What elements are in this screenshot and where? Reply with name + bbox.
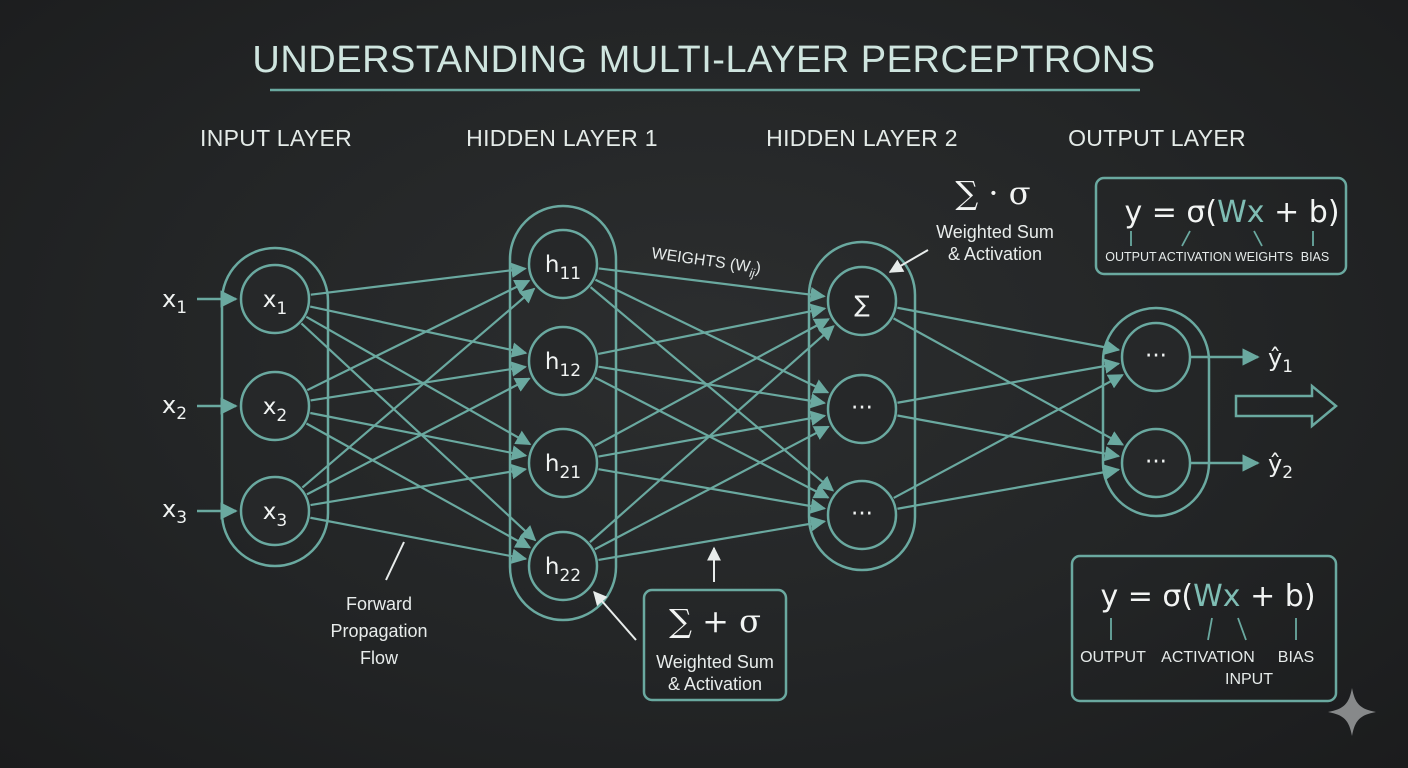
formula-top-label-output: OUTPUT bbox=[1105, 250, 1157, 264]
node-label-l3-0: ··· bbox=[1145, 343, 1167, 369]
node-label-l1-2: h21 bbox=[545, 451, 581, 483]
hidden2-note-line2: & Activation bbox=[948, 244, 1042, 264]
forward-label-1: Forward bbox=[346, 594, 412, 614]
page-title: UNDERSTANDING MULTI-LAYER PERCEPTRONS bbox=[252, 39, 1155, 81]
formula-bottom-label-input: INPUT bbox=[1225, 671, 1273, 688]
edge-l1-n0-to-n2 bbox=[589, 286, 835, 492]
edge-l0-n0-to-n1 bbox=[309, 305, 528, 358]
formula-box-top bbox=[1094, 176, 1348, 276]
edge-l1-n1-to-n2 bbox=[594, 376, 830, 499]
edge-l1-n2-to-n1 bbox=[598, 410, 827, 458]
edge-l1-n3-to-n0 bbox=[589, 325, 835, 543]
node-label-l0-2: x3 bbox=[263, 499, 287, 531]
node-label-l2-1: ··· bbox=[851, 395, 873, 421]
formula-bottom-tick-2 bbox=[1207, 617, 1213, 641]
edge-l0-n1-to-n0 bbox=[306, 279, 531, 392]
node-l1-1 bbox=[527, 325, 599, 397]
node-label-l3-1: ··· bbox=[1145, 449, 1167, 475]
formula-top-tick-3 bbox=[1253, 230, 1263, 247]
node-l1-2 bbox=[527, 427, 599, 499]
node-l1-0 bbox=[527, 228, 599, 300]
hidden2-note-formula: ∑ · σ bbox=[955, 174, 1030, 212]
output-labels: ŷ1 ŷ2 bbox=[1190, 344, 1338, 483]
input-label-x2: x2 bbox=[162, 391, 187, 424]
edge-l1-n3-to-n2 bbox=[598, 516, 827, 562]
edge-l1-n0-to-n1 bbox=[594, 278, 830, 394]
edge-l0-n0-to-n0 bbox=[310, 262, 527, 296]
edge-l0-n1-to-n1 bbox=[310, 361, 527, 402]
hidden2-layer-capsule bbox=[807, 240, 917, 572]
edge-l1-n0-to-n0 bbox=[598, 267, 826, 303]
output-label-y2: ŷ2 bbox=[1268, 450, 1293, 483]
formula-top-tick-2 bbox=[1181, 230, 1191, 247]
edge-l0-n1-to-n2 bbox=[310, 411, 528, 461]
hidden1-activation-formula: ∑ + σ bbox=[669, 602, 761, 640]
input-label-x1: x1 bbox=[162, 285, 187, 318]
edge-l2-n2-to-n0 bbox=[893, 374, 1124, 499]
sparkle-icon bbox=[1328, 688, 1376, 736]
hidden1-activation-box bbox=[642, 588, 788, 702]
formula-box-bottom bbox=[1070, 554, 1338, 703]
flow-arrow-icon bbox=[1234, 383, 1338, 429]
formula-top: y = σ(Wx + b) bbox=[1124, 195, 1339, 230]
forward-label-3: Flow bbox=[360, 648, 399, 668]
node-l2-0 bbox=[826, 265, 898, 337]
edge-l1-n3-to-n1 bbox=[594, 425, 830, 551]
formula-bottom: y = σ(Wx + b) bbox=[1100, 579, 1315, 614]
edge-l0-n2-to-n3 bbox=[310, 516, 528, 564]
node-label-l1-1: h12 bbox=[545, 349, 581, 381]
hidden1-layer-capsule bbox=[508, 204, 618, 622]
edge-l2-n0-to-n1 bbox=[892, 317, 1125, 446]
node-l1-3 bbox=[527, 530, 599, 602]
edge-l0-n0-to-n2 bbox=[305, 315, 532, 446]
formula-bottom-label-activation: ACTIVATION bbox=[1161, 649, 1255, 666]
node-label-l2-0: ∑ bbox=[854, 292, 870, 318]
node-l0-0 bbox=[239, 263, 311, 335]
formula-top-label-bias: BIAS bbox=[1301, 250, 1330, 264]
edge-l0-n0-to-n3 bbox=[300, 322, 537, 542]
node-l0-1 bbox=[239, 370, 311, 442]
edge-l2-n1-to-n0 bbox=[897, 358, 1121, 404]
layer-title-hidden2: HIDDEN LAYER 2 bbox=[766, 125, 958, 151]
output-label-y1: ŷ1 bbox=[1268, 344, 1293, 377]
edge-l1-n2-to-n0 bbox=[594, 318, 830, 447]
edge-l1-n1-to-n0 bbox=[598, 303, 827, 355]
edge-l1-n1-to-n1 bbox=[598, 365, 827, 409]
node-label-l1-0: h11 bbox=[545, 252, 581, 284]
edge-l2-n2-to-n1 bbox=[897, 464, 1121, 510]
formula-top-label-weights: WEIGHTS bbox=[1235, 250, 1293, 264]
edge-l0-n1-to-n3 bbox=[305, 422, 532, 549]
node-label-l2-2: ··· bbox=[851, 501, 873, 527]
neuron-nodes: x1 x2 x3 h11 h12 h21 h22 ∑ ··· ··· ··· ··· bbox=[239, 228, 1192, 602]
formula-top-label-activation: ACTIVATION bbox=[1158, 250, 1231, 264]
connection-edges bbox=[300, 262, 1125, 564]
forward-label-2: Propagation bbox=[330, 621, 427, 641]
output-layer-capsule bbox=[1101, 306, 1211, 518]
node-l0-2 bbox=[239, 475, 311, 547]
node-l2-2 bbox=[826, 479, 898, 551]
hidden2-pointer bbox=[888, 249, 929, 273]
hidden1-activation-line2: & Activation bbox=[668, 674, 762, 694]
formula-bottom-label-bias: BIAS bbox=[1278, 649, 1314, 666]
node-label-l0-0: x1 bbox=[263, 287, 287, 319]
formula-bottom-label-output: OUTPUT bbox=[1080, 649, 1146, 666]
edge-l0-n2-to-n2 bbox=[310, 463, 528, 507]
hidden1-activation-line1: Weighted Sum bbox=[656, 652, 774, 672]
hidden2-note-line1: Weighted Sum bbox=[936, 222, 1054, 242]
layer-title-hidden1: HIDDEN LAYER 1 bbox=[466, 125, 658, 151]
node-label-l0-1: x2 bbox=[263, 394, 287, 426]
formula-bottom-tick-3 bbox=[1237, 617, 1247, 641]
forward-pointer bbox=[385, 541, 405, 581]
node-label-l1-3: h22 bbox=[545, 554, 581, 586]
layer-title-output: OUTPUT LAYER bbox=[1068, 125, 1246, 151]
edge-l2-n0-to-n0 bbox=[897, 306, 1121, 355]
input-label-x3: x3 bbox=[162, 495, 187, 528]
hidden1-pointer bbox=[593, 590, 637, 641]
node-l2-1 bbox=[826, 373, 898, 445]
input-labels: x1 x2 x3 bbox=[162, 285, 238, 528]
edge-l0-n2-to-n0 bbox=[301, 287, 536, 489]
layer-title-input: INPUT LAYER bbox=[200, 125, 352, 151]
edge-l0-n2-to-n1 bbox=[306, 377, 531, 496]
